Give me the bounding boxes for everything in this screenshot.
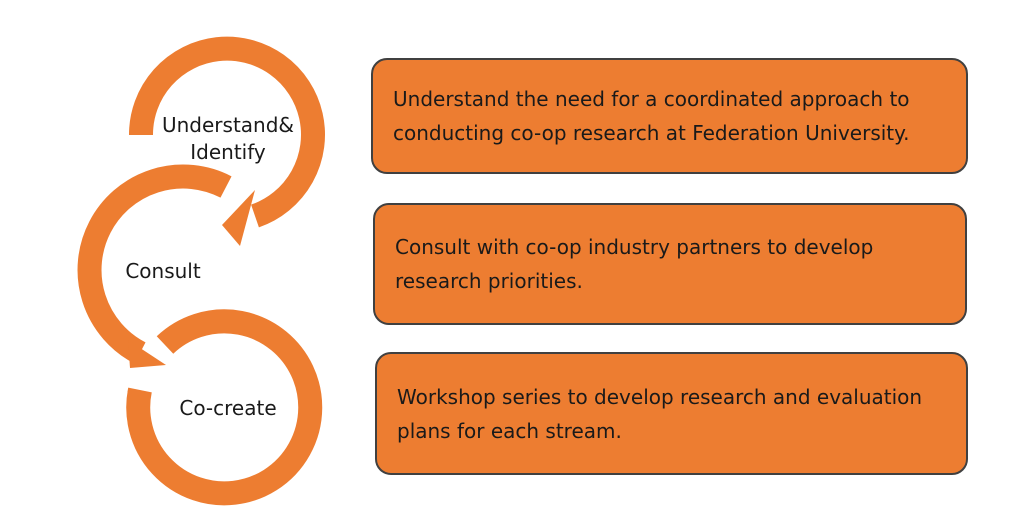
stage-3-arc (126, 309, 323, 506)
description-text-understand: Understand the need for a coordinated ap… (393, 87, 910, 145)
stage-1-arc (128, 36, 325, 228)
stage-3-arrow (126, 309, 323, 506)
stage-1-arrowhead (222, 190, 255, 246)
description-box-consult: Consult with co-op industry partners to … (373, 203, 967, 325)
stage-2-arc (77, 164, 232, 364)
stage-2-arrow (77, 164, 232, 368)
stage-label-co-create: Co-create (179, 396, 277, 420)
description-text-consult: Consult with co-op industry partners to … (395, 235, 874, 293)
description-text-co-create: Workshop series to develop research and … (397, 384, 923, 443)
stage-1-arrow (128, 36, 325, 246)
stage-2-arrowhead (128, 340, 166, 368)
cycle-diagram (77, 36, 325, 506)
description-box-co-create: Workshop series to develop research and … (375, 352, 968, 475)
stage-label-understand-identify: Understand& Identify (161, 113, 295, 164)
description-box-understand: Understand the need for a coordinated ap… (371, 58, 968, 174)
stage-label-consult: Consult (125, 259, 201, 283)
